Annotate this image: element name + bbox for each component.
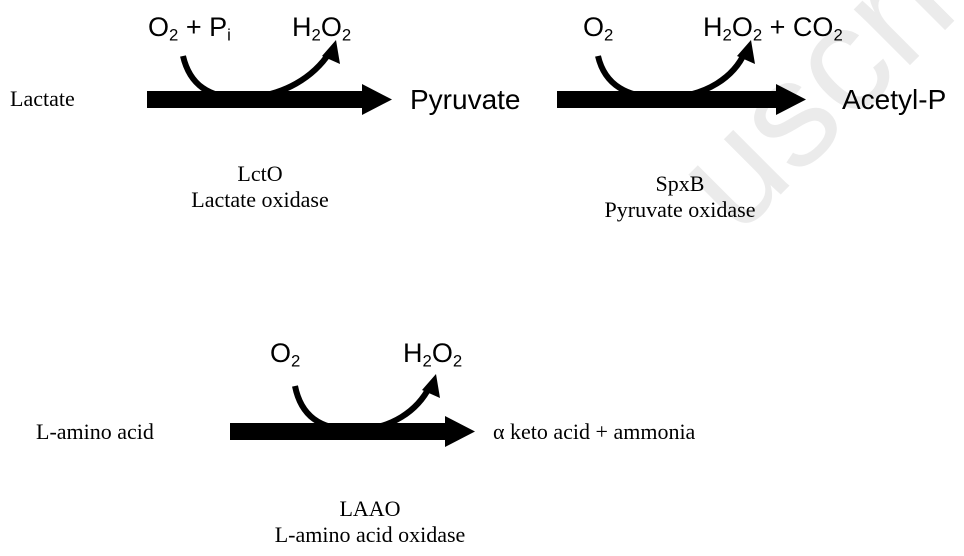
reaction1-arrow <box>147 84 392 115</box>
reaction3-enzyme: LAAO L-amino acid oxidase <box>250 496 490 548</box>
reaction3-substrate: L-amino acid <box>36 419 154 444</box>
reaction2-enzyme: SpxB Pyruvate oxidase <box>580 171 780 223</box>
reaction3-enzyme-name: L-amino acid oxidase <box>274 522 466 547</box>
reaction1-cosubstrate: O2 + Pi <box>148 12 231 45</box>
reaction1-curve <box>180 50 333 102</box>
reaction2-curve <box>595 50 748 102</box>
reaction3-enzyme-abbr: LAAO <box>339 496 401 521</box>
reaction3-product: α keto acid + ammonia <box>493 419 696 444</box>
reaction3-cosubstrate: O2 <box>270 338 301 371</box>
reaction2-enzyme-abbr: SpxB <box>655 171 705 196</box>
reaction2-product: Acetyl-P <box>842 84 947 115</box>
reaction3-curve <box>292 384 433 434</box>
reaction3-byproduct: H2O2 <box>403 338 463 371</box>
reaction1-product: Pyruvate <box>410 84 521 115</box>
reaction2-enzyme-name: Pyruvate oxidase <box>604 197 756 222</box>
reaction1-byproduct: H2O2 <box>292 12 352 45</box>
reaction1-enzyme-name: Lactate oxidase <box>191 187 329 212</box>
reaction2-arrow <box>557 84 806 115</box>
reaction1-enzyme-abbr: LctO <box>237 161 283 186</box>
reaction2-curve-head <box>737 40 755 64</box>
reaction3-curve-head <box>422 374 440 398</box>
reaction2-cosubstrate: O2 <box>583 12 614 45</box>
reaction1-substrate: Lactate <box>10 86 75 111</box>
reaction2-byproduct: H2O2 + CO2 <box>703 12 843 45</box>
reaction1-curve-head <box>322 40 340 64</box>
reaction1-enzyme: LctO Lactate oxidase <box>160 161 360 213</box>
